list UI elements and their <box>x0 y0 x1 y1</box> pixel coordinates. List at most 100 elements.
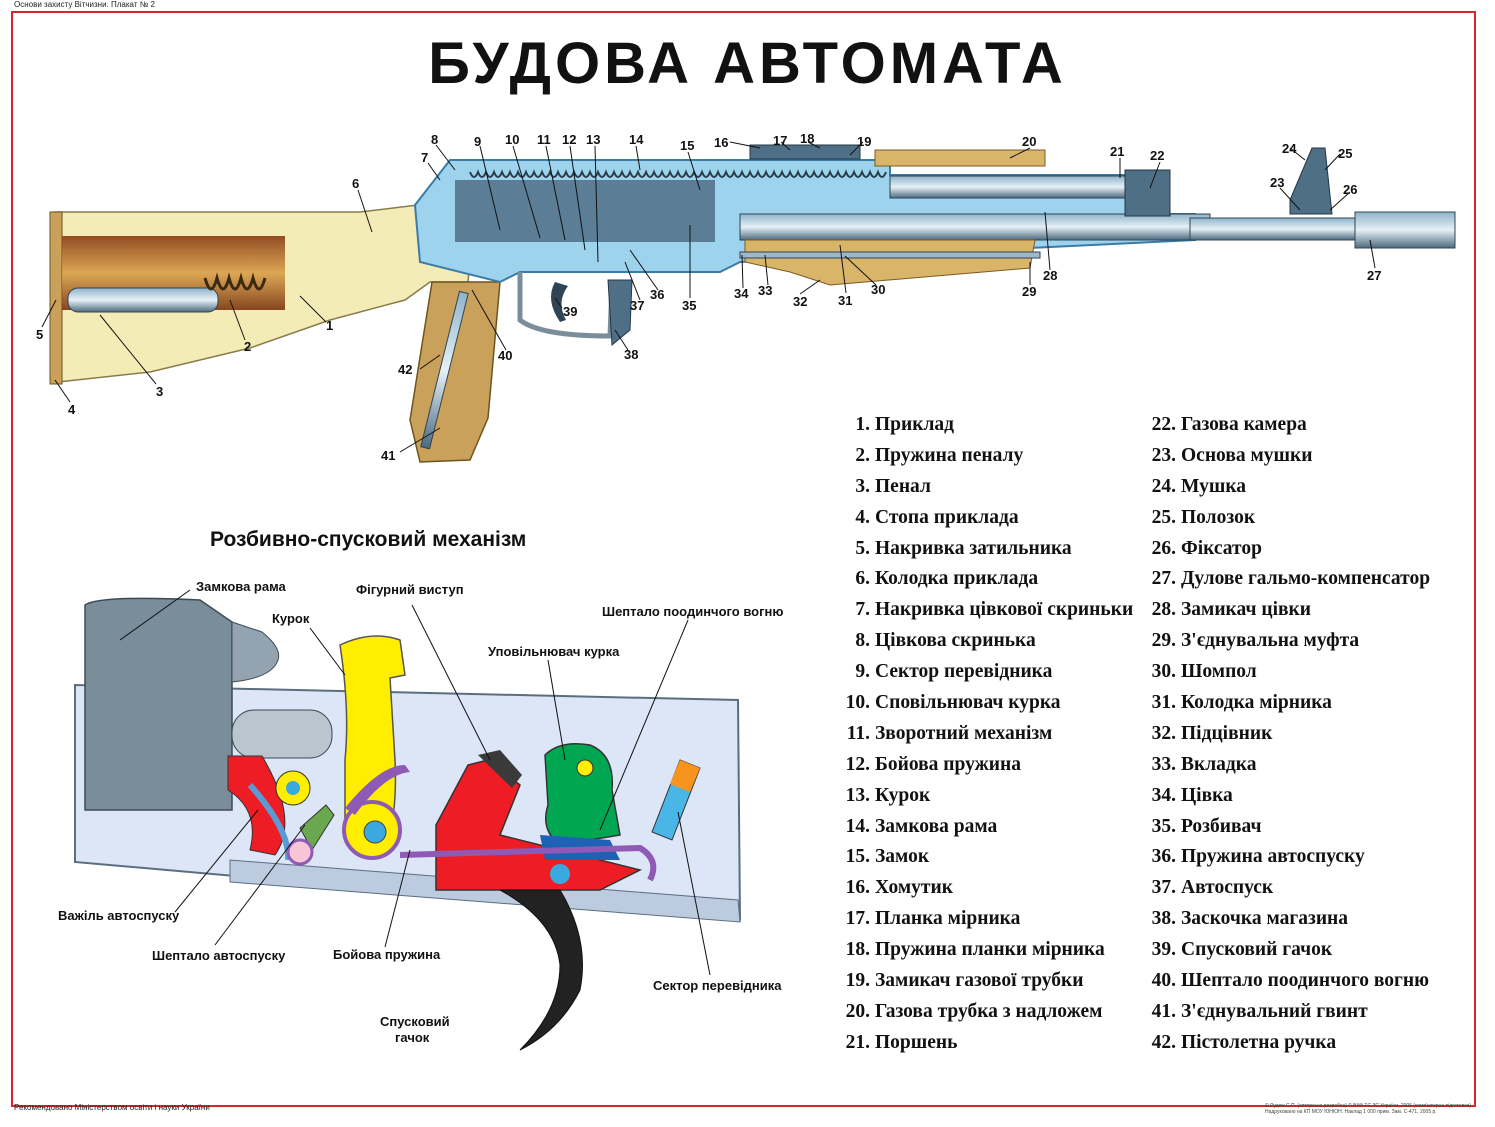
legend-item: 28.Замикач цівки <box>1151 599 1311 621</box>
legend-item: 13.Курок <box>845 784 931 806</box>
legend-item: 31.Колодка мірника <box>1151 692 1332 714</box>
trigger <box>551 282 568 322</box>
bolt-carrier-block <box>455 180 715 242</box>
callout-label: 26 <box>1343 182 1357 197</box>
muzzle-brake <box>1354 211 1456 249</box>
barrel <box>739 213 1211 241</box>
callout-label: 36 <box>650 287 664 302</box>
grip-screw <box>420 290 469 450</box>
gas-block <box>1124 169 1171 217</box>
callout-label: 27 <box>1367 268 1381 283</box>
callout-label: 5 <box>36 327 43 342</box>
legend-item: 6.Колодка приклада <box>855 568 1039 590</box>
callout-label: Сектор перевідника <box>653 978 782 993</box>
callout-label: Шептало автоспуску <box>152 948 286 963</box>
legend-item: 34.Цівка <box>1151 784 1233 806</box>
poster-title: БУДОВА АВТОМАТА <box>428 31 1067 96</box>
callout-label: 2 <box>244 339 251 354</box>
legend-item: 15.Замок <box>845 846 930 868</box>
callout-label: 18 <box>800 131 814 146</box>
legend-item: 26.Фіксатор <box>1151 537 1262 559</box>
bolt-cylinder <box>231 709 333 759</box>
callout-label: 22 <box>1150 148 1164 163</box>
callout-label: 32 <box>793 294 807 309</box>
legend-item: 38.Заскочка магазина <box>1151 908 1349 930</box>
legend-item: 27.Дулове гальмо-компенсатор <box>1151 568 1431 590</box>
bolt-carrier-nose <box>231 621 280 683</box>
mainspring <box>399 844 657 882</box>
footer-note: Рекомендовано Міністерством освіти і нау… <box>14 1103 210 1112</box>
callout-label: 3 <box>156 384 163 399</box>
legend-column-left: 1.Приклад 2.Пружина пеналу 3.Пенал 4.Сто… <box>840 410 1134 1059</box>
callout-label: 9 <box>474 134 481 149</box>
legend-item: 17.Планка мірника <box>845 908 1021 930</box>
callout-label: 24 <box>1282 141 1297 156</box>
callout-label: 1 <box>326 318 333 333</box>
legend-item: 32.Підцівник <box>1151 722 1273 744</box>
legend-item: 12.Бойова пружина <box>845 753 1021 775</box>
callout-label: 16 <box>714 135 728 150</box>
legend-item: 1.Приклад <box>855 414 955 435</box>
callout-label: 28 <box>1043 268 1057 283</box>
callout-label: 20 <box>1022 134 1036 149</box>
callout-label: 6 <box>352 176 359 191</box>
callout-label: Шептало поодинчого вогню <box>602 604 783 619</box>
legend-item: 33.Вкладка <box>1151 753 1257 775</box>
callout-label: 10 <box>505 132 519 147</box>
legend-item: 21.Поршень <box>845 1031 958 1053</box>
poster-frame <box>11 11 1476 1107</box>
callout-label: 37 <box>630 298 644 313</box>
callout-label: 8 <box>431 132 438 147</box>
legend-item: 24.Мушка <box>1151 475 1247 497</box>
retarder <box>544 743 621 846</box>
rifle-callout-labels: 1 2 3 4 5 6 7 8 9 10 11 12 13 14 15 16 1… <box>36 131 1381 463</box>
callout-label: 39 <box>563 304 577 319</box>
legend-item: 4.Стопа приклада <box>855 506 1019 528</box>
legend-item: 29.З'єднувальна муфта <box>1151 630 1360 652</box>
mechanism-labels: Замкова рама Курок Фігурний виступ Шепта… <box>58 579 783 1045</box>
callout-label: 15 <box>680 138 694 153</box>
callout-label: 40 <box>498 348 512 363</box>
rifle-cutaway-diagram: 1 2 3 4 5 6 7 8 9 10 11 12 13 14 15 16 1… <box>36 131 1456 463</box>
callout-label: 41 <box>381 448 395 463</box>
legend-item: 36.Пружина автоспуску <box>1151 846 1365 868</box>
legend-item: 16.Хомутик <box>845 877 953 899</box>
magazine-catch <box>607 279 633 347</box>
callout-label: Замкова рама <box>196 579 287 594</box>
legend-item: 20.Газова трубка з надложем <box>845 1000 1103 1022</box>
trigger-finger <box>499 889 583 1051</box>
legend-item: 23.Основа мушки <box>1151 444 1313 466</box>
credits-note: © Рудюк С.П. (авторська розробка) © ВКФ … <box>1265 1103 1472 1115</box>
callout-label: 17 <box>773 133 787 148</box>
legend-item: 7.Накривка цівкової скриньки <box>855 599 1134 621</box>
butt-plate <box>49 211 63 385</box>
callout-label: 12 <box>562 132 576 147</box>
callout-label: Фігурний виступ <box>356 582 464 597</box>
handguard-lower <box>744 239 1036 286</box>
callout-label: Курок <box>272 611 310 626</box>
callout-label: 21 <box>1110 144 1124 159</box>
callout-label: 7 <box>421 150 428 165</box>
cleaning-rod <box>739 251 1041 259</box>
legend-item: 40.Шептало поодинчого вогню <box>1151 970 1429 992</box>
handguard-upper <box>874 149 1046 167</box>
bolt-carrier <box>84 597 233 811</box>
legend-item: 3.Пенал <box>855 475 931 497</box>
legend-item: 39.Спусковий гачок <box>1151 939 1333 961</box>
callout-label: 30 <box>871 282 885 297</box>
legend-item: 25.Полозок <box>1151 506 1256 528</box>
mechanism-subtitle: Розбивно-спусковий механізм <box>210 528 527 551</box>
callout-label: Спусковий <box>380 1014 450 1029</box>
callout-label: 11 <box>537 132 551 147</box>
legend-item: 2.Пружина пеналу <box>855 444 1024 466</box>
legend-item: 9.Сектор перевідника <box>855 661 1053 683</box>
callout-label: Важіль автоспуску <box>58 908 180 923</box>
gas-tube <box>889 175 1131 199</box>
legend-item: 8.Цівкова скринька <box>855 630 1036 652</box>
auto-lever <box>227 755 286 856</box>
legend-item: 35.Розбивач <box>1151 815 1262 837</box>
stock-tube <box>67 287 219 313</box>
return-spring <box>469 169 887 178</box>
stock-spring <box>203 272 267 291</box>
callout-label: 31 <box>838 293 852 308</box>
